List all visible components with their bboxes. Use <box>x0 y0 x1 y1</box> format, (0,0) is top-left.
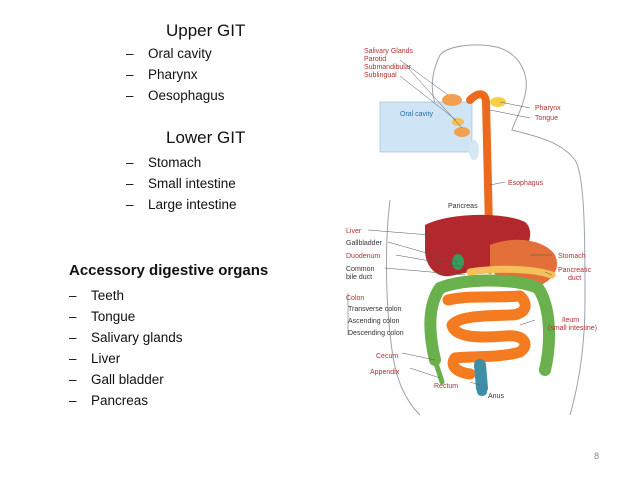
list-item: –Pharynx <box>126 67 198 82</box>
pancreas-shape <box>466 265 556 279</box>
label-oral-cavity: Oral cavity <box>400 111 434 118</box>
colon-shape <box>424 274 556 376</box>
label-rectum: Rectum <box>434 383 458 390</box>
leader-lines <box>347 59 553 386</box>
list-item: –Teeth <box>69 288 125 303</box>
list-item: –Liver <box>69 351 121 366</box>
oral-cavity-box <box>379 101 473 153</box>
trachea-shape <box>469 140 479 160</box>
accessory-heading: Accessory digestive organs <box>69 262 269 279</box>
upper-git-heading: Upper GIT <box>166 21 246 40</box>
page-number: 8 <box>594 451 600 461</box>
accessory-list: –Teeth –Tongue –Salivary glands –Liver –… <box>69 285 183 411</box>
label-parotid: Parotid <box>364 56 386 63</box>
label-bile-duct: bile duct <box>346 274 372 281</box>
label-submandibular: Submandibular <box>364 64 412 71</box>
submandibular-gland <box>454 127 470 137</box>
label-esophagus: Esophagus <box>508 180 544 187</box>
list-item: –Oral cavity <box>126 46 212 61</box>
label-small-intestine-note: (small intestine) <box>548 325 597 332</box>
list-item: –Pancreas <box>69 393 149 408</box>
list-item: –Stomach <box>126 155 202 170</box>
lower-git-heading: Lower GIT <box>166 128 246 147</box>
parotid-gland <box>442 94 462 106</box>
list-item: –Large intestine <box>126 197 237 212</box>
label-gallbladder: Gallbladder <box>346 240 382 247</box>
label-duct: duct <box>568 275 581 282</box>
label-pancreatic: Pancreatic <box>558 267 592 274</box>
label-tongue: Tongue <box>535 115 558 122</box>
label-pancreas: Pancreas <box>448 203 478 210</box>
small-intestine-shape <box>442 290 531 380</box>
list-item: –Gall bladder <box>69 372 164 387</box>
list-item: –Tongue <box>69 309 136 324</box>
label-anus: Anus <box>488 393 504 400</box>
label-common: Common <box>346 266 375 273</box>
label-cecum: Cecum <box>376 353 398 360</box>
label-ascending-colon: Ascending colon <box>348 318 399 325</box>
label-colon: Colon <box>346 295 364 302</box>
label-transverse-colon: Transverse colon <box>348 306 402 313</box>
label-pharynx: Pharynx <box>535 105 561 112</box>
label-descending-colon: Descending colon <box>348 330 404 337</box>
list-item: –Small intestine <box>126 176 236 191</box>
label-ileum: Ileum <box>562 317 579 324</box>
label-appendix: Appendix <box>370 369 400 376</box>
appendix-shape <box>432 357 445 385</box>
list-item: –Oesophagus <box>126 88 225 103</box>
rectum-shape <box>474 359 488 394</box>
upper-git-list: –Oral cavity –Pharynx –Oesophagus <box>126 43 225 106</box>
digestive-system-diagram: Salivary Glands Parotid Submandibular Su… <box>346 44 597 416</box>
anus-shape <box>477 388 487 396</box>
esophagus-shape <box>466 90 494 274</box>
label-stomach: Stomach <box>558 253 586 260</box>
lower-git-list: –Stomach –Small intestine –Large intesti… <box>126 152 237 215</box>
label-salivary-glands: Salivary Glands <box>364 48 414 55</box>
label-liver: Liver <box>346 228 362 235</box>
list-item: –Salivary glands <box>69 330 183 345</box>
label-sublingual: Sublingual <box>364 72 397 79</box>
tongue-shape <box>490 97 506 107</box>
label-duodenum: Duodenum <box>346 253 380 260</box>
